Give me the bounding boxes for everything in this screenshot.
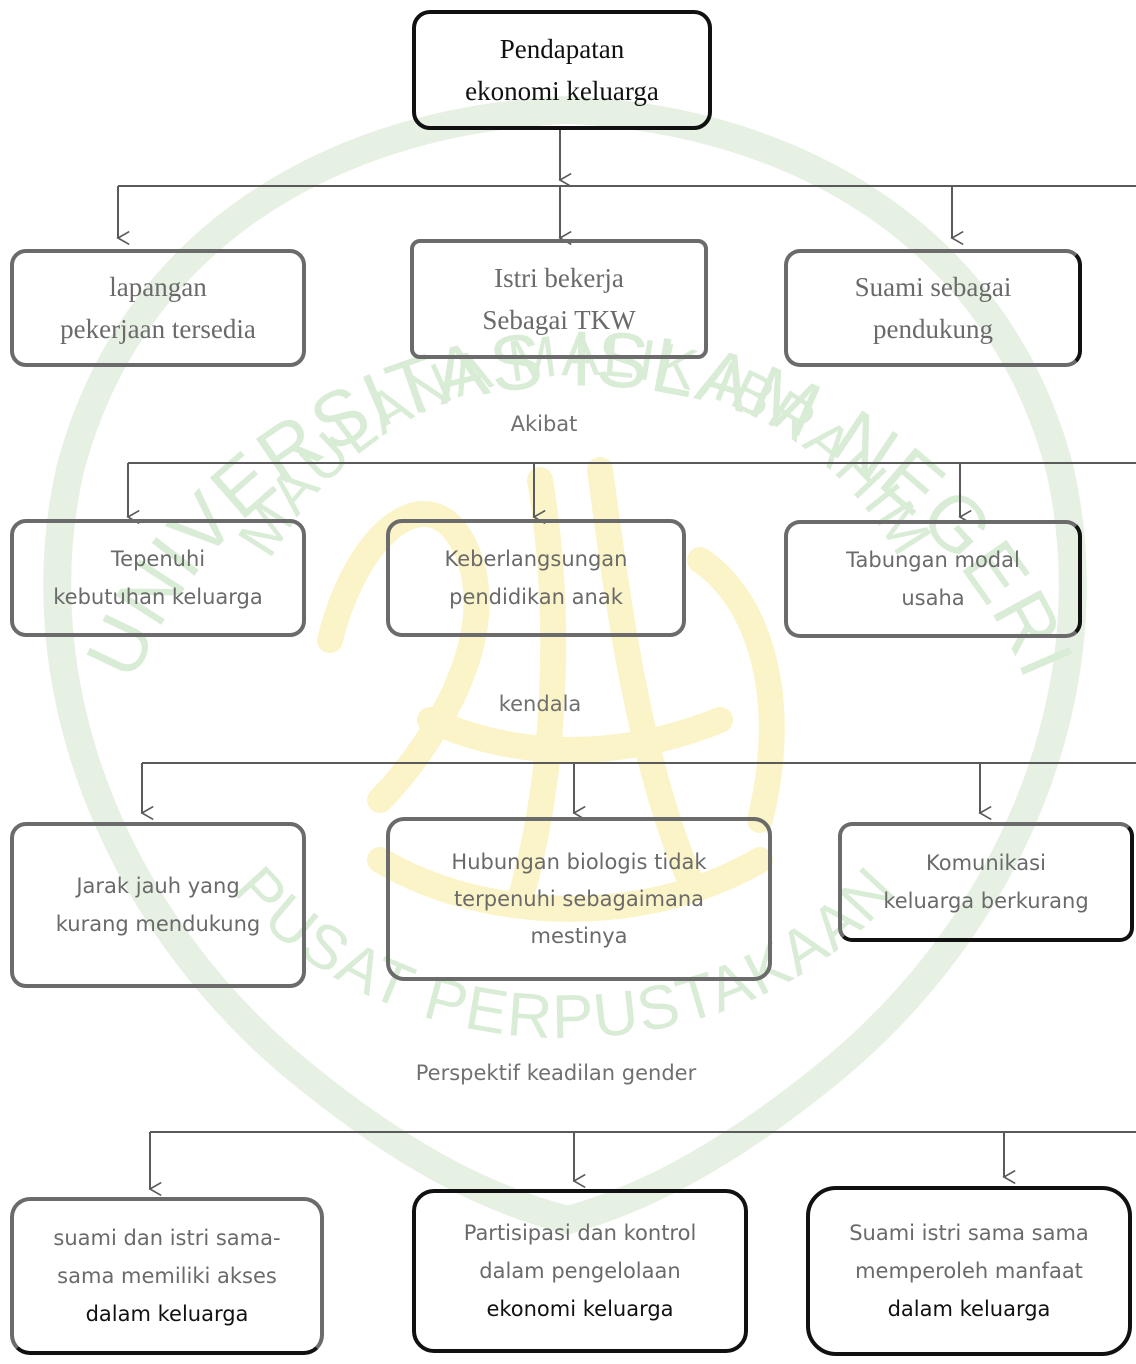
effect-box-line1: Tabungan modal bbox=[846, 548, 1020, 572]
obstacle-box-line2: terpenuhi sebagaimana bbox=[453, 886, 705, 911]
effect-box-savings: Tabungan modal usaha bbox=[784, 520, 1082, 638]
gender-box-line1: suami dan istri sama- bbox=[53, 1226, 281, 1250]
label-akibat: Akibat bbox=[510, 412, 578, 436]
gender-box-line2: memperoleh manfaat bbox=[855, 1259, 1083, 1283]
income-box-line2: ekonomi keluarga bbox=[465, 76, 659, 106]
obstacle-box-biological: Hubungan biologis tidak terpenuhi sebaga… bbox=[386, 817, 772, 981]
label-perspektif: Perspektif keadilan gender bbox=[415, 1061, 697, 1085]
effect-box-line1: Keberlangsungan bbox=[444, 547, 628, 571]
watermark-emblem bbox=[317, 457, 785, 922]
effect-box-line2: kebutuhan keluarga bbox=[53, 585, 263, 609]
cause-box-line1: Suami sebagai bbox=[854, 272, 1012, 302]
gender-box-benefit: Suami istri sama sama memperoleh manfaat… bbox=[806, 1186, 1132, 1356]
cause-box-husband-support: Suami sebagai pendukung bbox=[784, 249, 1082, 367]
cause-box-line2: pekerjaan tersedia bbox=[60, 314, 256, 344]
gender-box-line1: Suami istri sama sama bbox=[849, 1221, 1089, 1245]
label-kendala: kendala bbox=[498, 692, 582, 716]
obstacle-box-line2: kurang mendukung bbox=[55, 912, 261, 936]
gender-box-line1: Partisipasi dan kontrol bbox=[463, 1221, 697, 1245]
income-box-line1: Pendapatan bbox=[499, 34, 625, 64]
effect-box-line1: Tepenuhi bbox=[110, 547, 206, 571]
obstacle-box-line1: Hubungan biologis tidak bbox=[451, 849, 707, 874]
effect-box-line2: pendidikan anak bbox=[449, 585, 623, 609]
cause-box-line1: lapangan bbox=[109, 272, 207, 302]
gender-box-line2: sama memiliki akses bbox=[57, 1264, 277, 1288]
obstacle-box-line1: Komunikasi bbox=[926, 851, 1046, 875]
gender-box-participation: Partisipasi dan kontrol dalam pengelolaa… bbox=[412, 1189, 748, 1353]
obstacle-box-line3: mestinya bbox=[530, 923, 628, 948]
gender-box-line3: dalam keluarga bbox=[887, 1297, 1051, 1321]
effect-box-needs-met: Tepenuhi kebutuhan keluarga bbox=[10, 519, 306, 637]
watermark-shield bbox=[43, 95, 1087, 1235]
income-box: Pendapatan ekonomi keluarga bbox=[412, 10, 712, 130]
cause-box-job-availability: lapangan pekerjaan tersedia bbox=[10, 249, 306, 367]
cause-box-line2: Sebagai TKW bbox=[482, 305, 636, 335]
cause-box-line1: Istri bekerja bbox=[494, 263, 624, 293]
gender-box-line3: ekonomi keluarga bbox=[486, 1297, 674, 1321]
obstacle-box-distance: Jarak jauh yang kurang mendukung bbox=[10, 822, 306, 988]
gender-box-line2: dalam pengelolaan bbox=[479, 1259, 681, 1283]
gender-box-access: suami dan istri sama- sama memiliki akse… bbox=[10, 1197, 324, 1355]
cause-box-line2: pendukung bbox=[873, 314, 993, 344]
effect-box-education: Keberlangsungan pendidikan anak bbox=[386, 519, 686, 637]
obstacle-box-communication: Komunikasi keluarga berkurang bbox=[838, 822, 1134, 942]
obstacle-box-line1: Jarak jauh yang bbox=[76, 874, 240, 898]
cause-box-wife-tkw: Istri bekerja Sebagai TKW bbox=[410, 239, 708, 359]
gender-box-line3: dalam keluarga bbox=[85, 1302, 249, 1326]
effect-box-line2: usaha bbox=[901, 586, 965, 610]
obstacle-box-line2: keluarga berkurang bbox=[883, 889, 1089, 913]
